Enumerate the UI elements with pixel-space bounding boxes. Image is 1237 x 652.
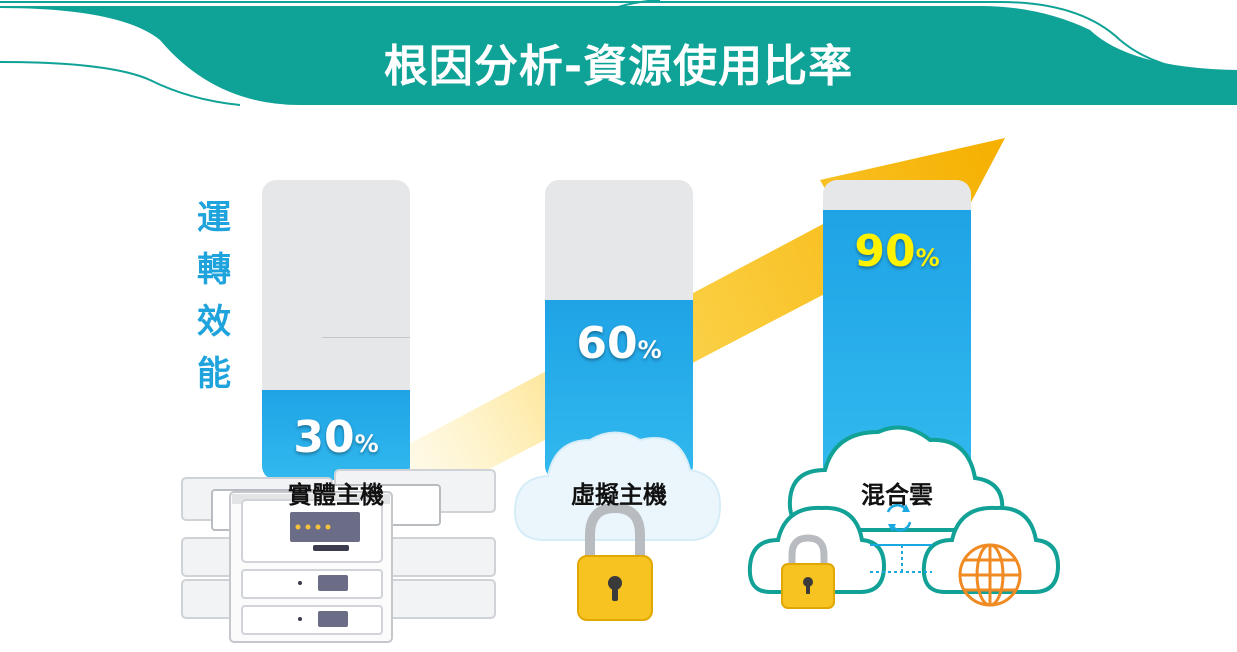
bar-hybrid — [823, 180, 971, 480]
category-label-physical: 實體主機 — [288, 481, 384, 509]
value-label-virtual: 60% — [576, 318, 662, 369]
title-banner — [0, 0, 1237, 106]
server-rack-icon — [181, 469, 496, 643]
side-label-char: 能 — [197, 354, 231, 394]
gridline — [322, 337, 410, 338]
bar-fill-physical — [262, 390, 410, 480]
hybrid-cloud-icon — [747, 425, 1061, 594]
padlock-icon — [781, 534, 835, 609]
cloud-icon — [513, 431, 722, 541]
category-label-hybrid: 混合雲 — [861, 481, 933, 509]
side-label: 運 轉 效 能 — [190, 192, 238, 400]
value-label-physical: 30% — [293, 412, 379, 463]
page-title: 根因分析-資源使用比率 — [383, 41, 854, 92]
category-label-virtual: 虛擬主機 — [571, 481, 667, 509]
value-label-hybrid: 90% — [854, 226, 940, 277]
side-label-char: 轉 — [197, 250, 231, 290]
side-label-char: 效 — [197, 302, 231, 342]
side-label-char: 運 — [197, 198, 231, 238]
globe-icon — [958, 543, 1022, 607]
sync-icon — [886, 503, 912, 532]
bar-physical — [262, 180, 410, 480]
padlock-icon — [577, 502, 653, 621]
